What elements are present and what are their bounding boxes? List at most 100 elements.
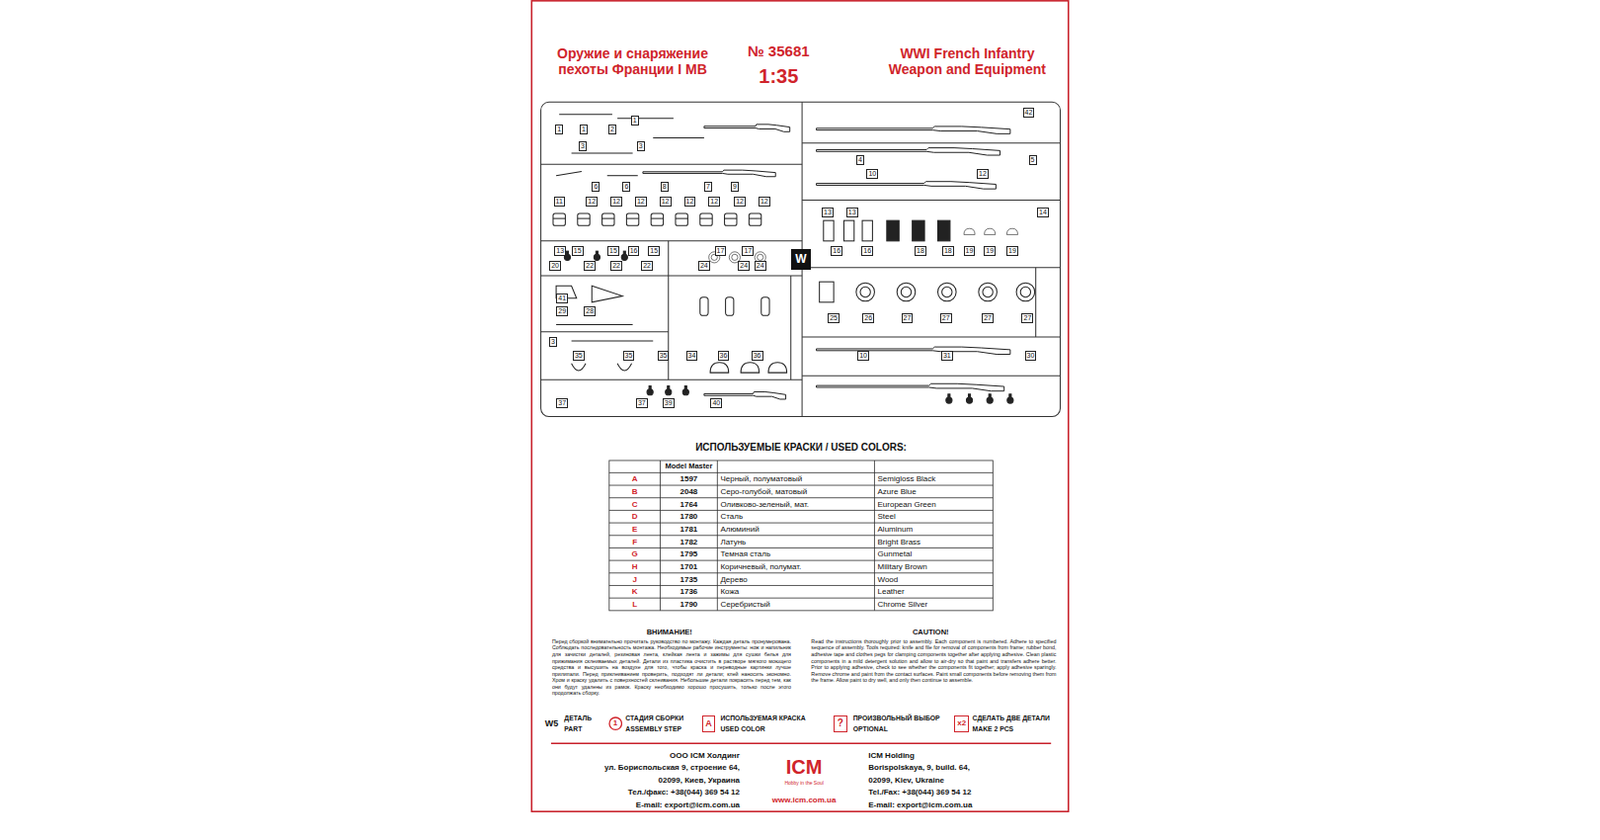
callout-number: 35 (572, 350, 585, 361)
sprue-parts (978, 282, 998, 302)
callout-number: 10 (866, 168, 879, 179)
sprue-parts (823, 220, 834, 241)
callout-number: 12 (733, 196, 746, 207)
callout-number: 20 (549, 260, 561, 271)
color-table-grid (609, 472, 993, 474)
color-table-grid (609, 584, 993, 586)
sprue-parts (740, 362, 760, 373)
color-letter: F (632, 537, 638, 547)
color-table-grid (609, 547, 993, 549)
address-line: ООО ICM Холдинг (669, 750, 740, 760)
sprue-parts (591, 285, 623, 303)
color-name: Steel (878, 511, 896, 521)
color-name: Черный, полуматовый (720, 474, 802, 483)
sprue-parts (725, 297, 734, 317)
color-table-grid (609, 597, 993, 599)
node-text: W (795, 252, 806, 265)
kit-number: № 35681 (747, 42, 810, 60)
color-name: Кожа (720, 586, 739, 596)
sprue-parts (700, 297, 709, 317)
symbol-text: ASSEMBLY STEP (625, 724, 682, 733)
sprue-parts (617, 117, 674, 119)
page-frame (551, 741, 1051, 744)
sprue-parts (593, 250, 600, 260)
color-table-grid (609, 460, 993, 611)
page-frame (531, 0, 1068, 811)
sprue-parts (682, 386, 689, 396)
symbol-text: OPTIONAL (853, 724, 888, 733)
node-text: ? (837, 718, 844, 728)
sprue-frame (541, 101, 1061, 416)
color-name: Wood (878, 574, 899, 584)
callout-number: 10 (857, 350, 870, 361)
sheet-title: WWI French Infantry Weapon and Equipment (876, 45, 1059, 78)
circle-outline (609, 717, 622, 729)
color-name: Azure Blue (878, 486, 917, 496)
sprue-parts (602, 213, 615, 226)
sprue-parts (856, 282, 876, 302)
sprue-parts (724, 213, 737, 226)
sprue-parts (646, 386, 653, 396)
symbol-text: СТАДИЯ СБОРКИ (625, 714, 684, 722)
color-name: Оливково-зеленый, мат. (720, 499, 809, 509)
sprue-parts (843, 220, 854, 241)
callout-number: 6 (591, 181, 600, 192)
color-letter: H (632, 561, 639, 571)
sprue-frame (541, 379, 802, 381)
sprue-parts (650, 213, 663, 226)
callout-number: 36 (751, 350, 764, 361)
sprue-parts (559, 113, 613, 115)
sprue-parts (665, 386, 672, 396)
sprue-parts (816, 148, 1001, 156)
color-name: Дерево (720, 574, 747, 584)
sprue-frame (541, 101, 1061, 416)
paint-code: 1597 (679, 474, 698, 483)
callout-number: 17 (741, 245, 754, 256)
sprue-frame (801, 335, 1060, 337)
paint-code: 1781 (679, 524, 698, 534)
callout-number: 3 (637, 141, 645, 152)
callout-number: 19 (1006, 245, 1019, 256)
sprue-frame (541, 240, 802, 241)
sprue-frame (801, 142, 1060, 144)
paint-code: 1782 (679, 537, 698, 547)
sprue-letter: W (791, 248, 812, 270)
sprue-parts (1007, 394, 1014, 403)
sprue-parts (938, 282, 958, 302)
paint-code: 1736 (679, 586, 698, 596)
sprue-frame (1035, 267, 1037, 337)
sheet-title: Оружие и снаряжение пехоты Франции I МВ (541, 45, 724, 78)
sprue-parts (946, 394, 953, 403)
callout-number: 19 (983, 245, 996, 256)
callout-number: 16 (861, 245, 874, 256)
sprue-frame (541, 274, 802, 276)
callout-number: 35 (657, 350, 670, 361)
color-letter: E (632, 524, 638, 534)
sprue-parts (571, 363, 586, 371)
color-table-grid (609, 560, 993, 561)
callout-number: 37 (636, 398, 648, 408)
note-heading: CAUTION! (912, 628, 950, 638)
sprue-parts (1006, 228, 1018, 235)
address-line: ICM Holding (868, 750, 915, 760)
callout-number: 37 (556, 398, 568, 408)
callout-number: 27 (940, 313, 953, 323)
color-name: Aluminum (878, 524, 914, 534)
callout-number: 4 (856, 155, 865, 165)
callout-number: 5 (1029, 155, 1038, 165)
sprue-parts (816, 346, 1011, 354)
sprue-parts (607, 174, 639, 176)
paint-code: 2048 (679, 486, 698, 496)
color-name: Gunmetal (878, 549, 913, 559)
sprue-parts (553, 114, 1036, 403)
callout-number: 22 (610, 260, 623, 271)
callout-number: 1 (631, 115, 640, 126)
callout-number: 13 (554, 245, 566, 256)
address-line: Borispolskaya, 9, build. 64, (868, 762, 970, 772)
sprue-parts (862, 220, 873, 241)
color-name: Темная сталь (720, 549, 771, 559)
node-text: A (705, 719, 713, 728)
color-table-grid (609, 522, 993, 524)
sprue-parts (938, 220, 951, 241)
